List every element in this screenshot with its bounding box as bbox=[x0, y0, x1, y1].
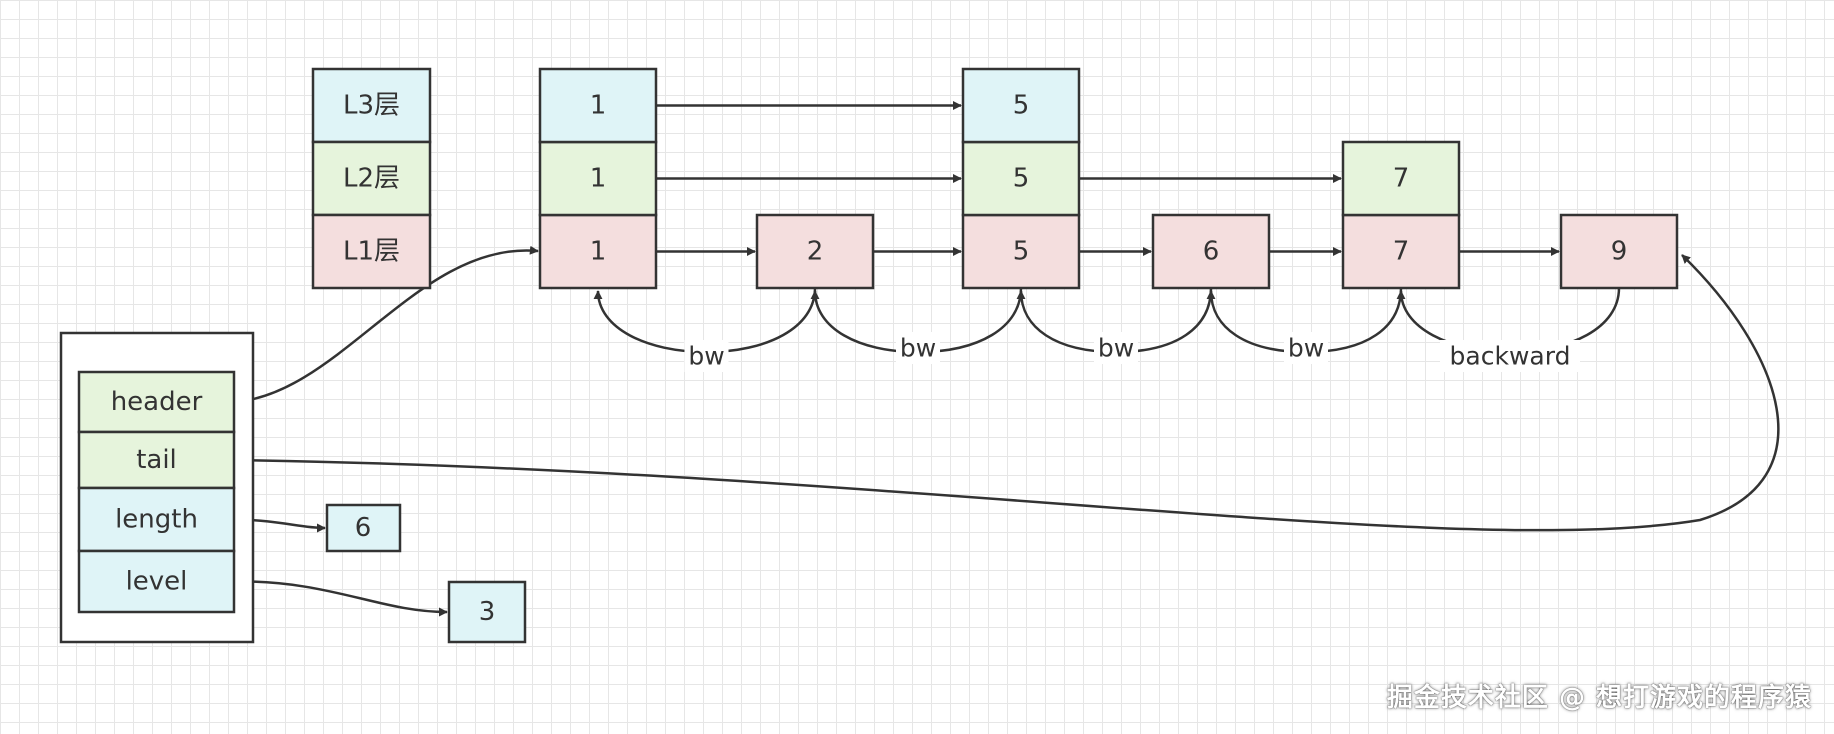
skiplist-node-label: 5 bbox=[1013, 91, 1030, 121]
backward-label: backward bbox=[1450, 342, 1571, 371]
skiplist-node-label: 1 bbox=[590, 237, 607, 267]
level-legend-2 bbox=[311, 140, 432, 217]
skiplist-node-7-L2 bbox=[1341, 140, 1461, 217]
skiplist-node-7-L1 bbox=[1341, 213, 1461, 290]
watermark-text: 掘金技术社区 @ 想打游戏的程序猿 bbox=[1386, 683, 1812, 713]
struct-field-label: length bbox=[115, 505, 198, 535]
level-pointer bbox=[233, 580, 448, 617]
skiplist-node-5-L1 bbox=[961, 213, 1081, 290]
backward-label-bg bbox=[1440, 340, 1580, 372]
level-legend-label: L3层 bbox=[343, 91, 400, 121]
backward-label-bg bbox=[1284, 332, 1328, 364]
header-pointer bbox=[233, 245, 539, 404]
backward-label: bw bbox=[688, 342, 724, 371]
skiplist-node-label: 2 bbox=[807, 237, 824, 267]
level-value-box bbox=[447, 580, 527, 644]
level-value: 3 bbox=[479, 597, 496, 627]
length-value: 6 bbox=[355, 513, 372, 543]
skiplist-node-1-L1 bbox=[538, 213, 658, 290]
skiplist-node-1-L3 bbox=[538, 67, 658, 144]
skiplist-node-label: 9 bbox=[1611, 237, 1628, 267]
skiplist-node-label: 6 bbox=[1203, 237, 1220, 267]
skiplist-node-2-L1 bbox=[755, 213, 875, 290]
skiplist-node-label: 7 bbox=[1393, 164, 1410, 194]
struct-field-header bbox=[77, 370, 236, 434]
skiplist-node-1-L2 bbox=[538, 140, 658, 217]
backward-label-bg bbox=[1094, 332, 1138, 364]
level-legend-label: L1层 bbox=[343, 237, 400, 267]
skiplist-node-label: 1 bbox=[590, 91, 607, 121]
length-value-box bbox=[325, 503, 402, 553]
level-legend-1 bbox=[311, 213, 432, 290]
level-legend-3 bbox=[311, 67, 432, 144]
struct-field-label: tail bbox=[136, 445, 177, 475]
skiplist-node-label: 1 bbox=[590, 164, 607, 194]
tail-pointer bbox=[233, 254, 1780, 532]
skiplist-node-6-L1 bbox=[1151, 213, 1271, 290]
skiplist-node-9-L1 bbox=[1559, 213, 1679, 290]
backward-label: bw bbox=[1098, 334, 1134, 363]
backward-label-bg bbox=[684, 340, 729, 372]
skiplist-node-label: 5 bbox=[1013, 164, 1030, 194]
backward-label-bg bbox=[896, 332, 940, 364]
boxes-layer bbox=[59, 67, 1679, 644]
backward-label: bw bbox=[1288, 334, 1324, 363]
labels-layer: L3层 L2层 L1层 1 1 1 2 5 5 5 6 7 7 9 bw bw bw bw backward head… bbox=[111, 91, 1628, 628]
struct-field-label: level bbox=[126, 567, 188, 597]
struct-field-label: header bbox=[111, 387, 203, 417]
skiplist-node-5-L2 bbox=[961, 140, 1081, 217]
struct-field-level bbox=[77, 549, 236, 614]
backward-label: bw bbox=[900, 334, 936, 363]
skiplist-node-label: 5 bbox=[1013, 237, 1030, 267]
skiplist-node-5-L3 bbox=[961, 67, 1081, 144]
skiplist-node-label: 7 bbox=[1393, 237, 1410, 267]
level-legend-label: L2层 bbox=[343, 164, 400, 194]
